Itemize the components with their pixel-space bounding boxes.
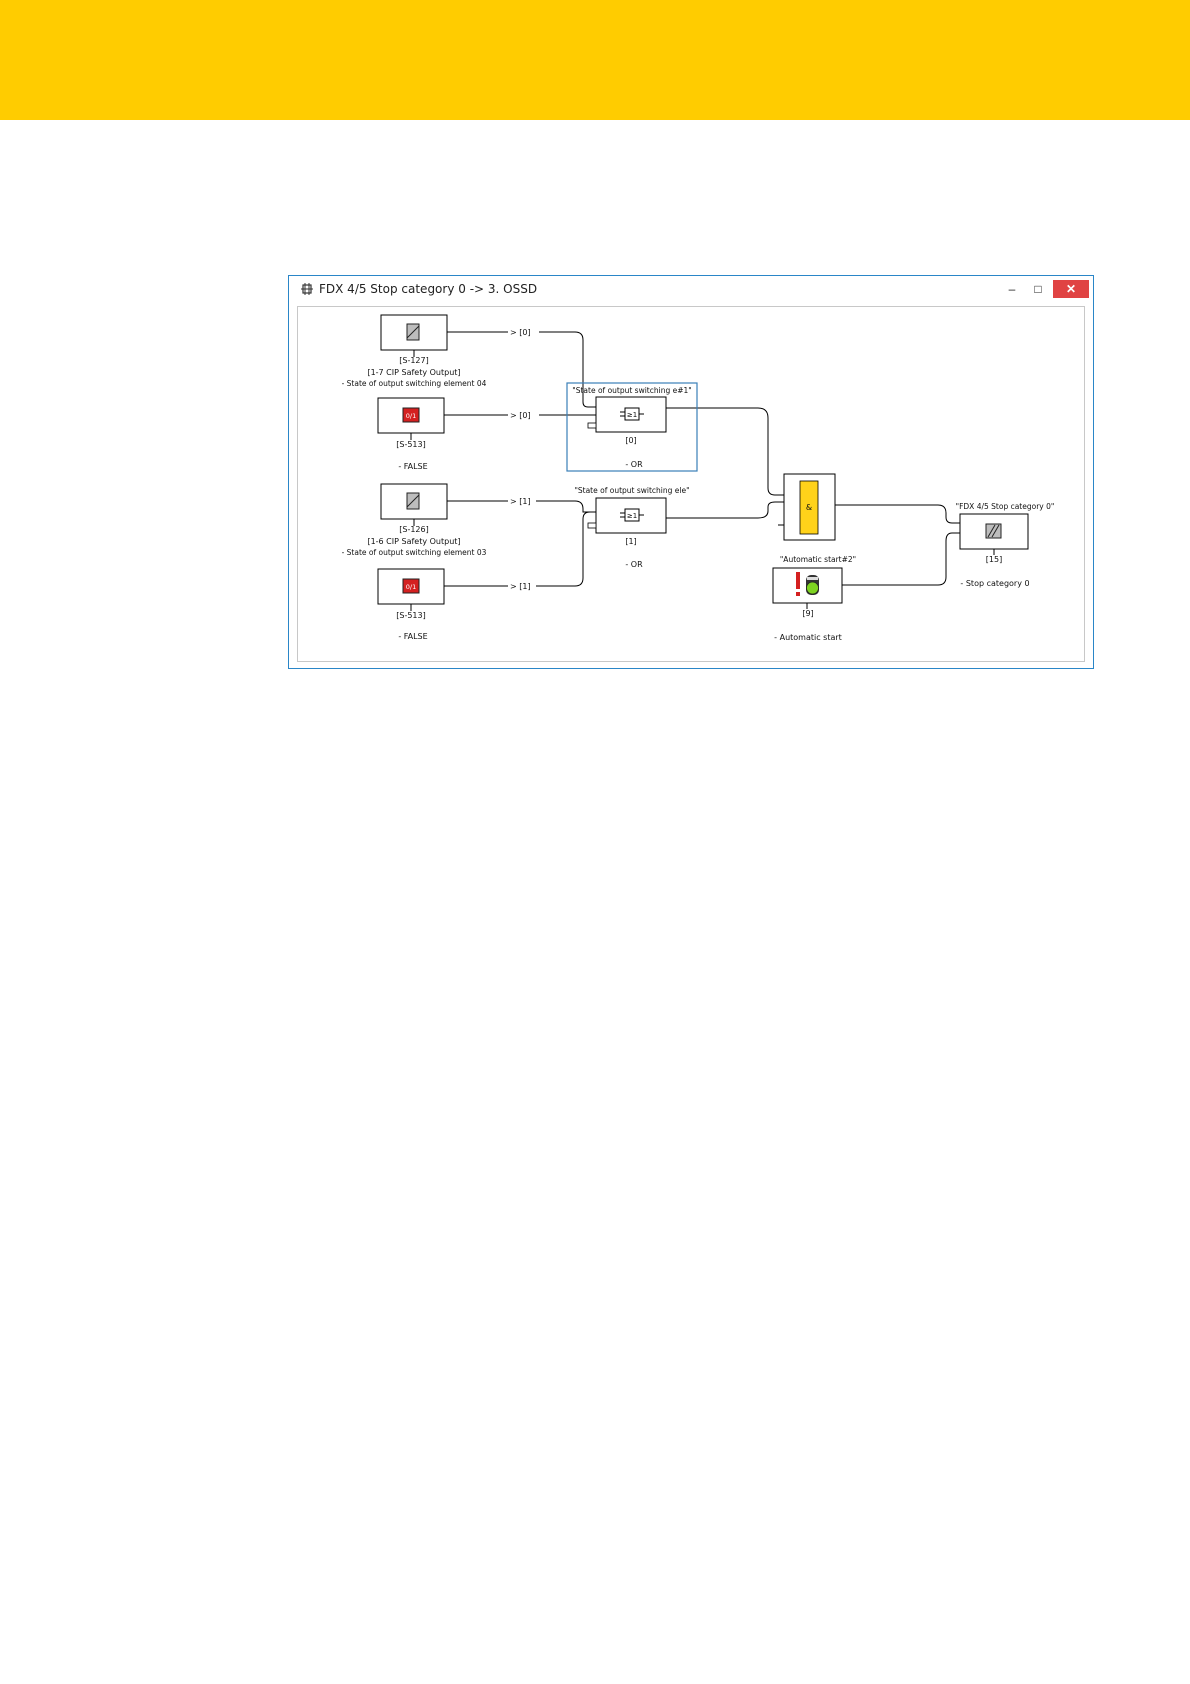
- block-description: - State of output switching element 04: [342, 379, 487, 388]
- svg-text:0/1: 0/1: [406, 583, 416, 591]
- false-constant-icon: 0/1: [402, 578, 420, 594]
- block-id: [S-126]: [399, 525, 428, 534]
- wire: [536, 500, 596, 513]
- and-symbol: &: [806, 503, 812, 512]
- svg-text:0/1: 0/1: [406, 412, 416, 420]
- input-block-1[interactable]: [S-127] [1-7 CIP Safety Output] - State …: [342, 314, 531, 388]
- svg-text:≥1: ≥1: [627, 411, 637, 419]
- window-title: FDX 4/5 Stop category 0 -> 3. OSSD: [319, 282, 538, 296]
- or-block-1[interactable]: "State of output switching ele" ≥1 [1] -…: [574, 486, 689, 569]
- header-band: [0, 0, 1190, 120]
- connector-label: > [1]: [510, 497, 531, 506]
- block-id: [S-513]: [396, 611, 425, 620]
- minimize-button[interactable]: –: [1008, 282, 1016, 296]
- block-name: "State of output switching ele": [574, 486, 689, 495]
- diagram-canvas: [S-127] [1-7 CIP Safety Output] - State …: [297, 306, 1085, 662]
- block-description: - FALSE: [398, 462, 427, 471]
- block-description: - OR: [625, 560, 643, 569]
- automatic-start-block[interactable]: "Automatic start#2" [9] - Automatic star…: [772, 555, 856, 642]
- and-gate-icon: [799, 480, 819, 535]
- or-gate-icon: ≥1: [620, 508, 644, 522]
- wire: [830, 504, 960, 524]
- connector-label: > [0]: [510, 328, 531, 337]
- input-block-4[interactable]: 0/1 [S-513] - FALSE > [1]: [377, 568, 531, 641]
- connector-label: > [0]: [510, 411, 531, 420]
- block-index: [1]: [625, 537, 636, 546]
- wire: [539, 331, 596, 408]
- wire: [536, 511, 596, 587]
- selection-frame: [566, 382, 698, 472]
- input-block-3[interactable]: [S-126] [1-6 CIP Safety Output] - State …: [342, 483, 531, 557]
- output-block[interactable]: "FDX 4/5 Stop category 0" [15] - Stop ca…: [956, 502, 1055, 588]
- block-index: [0]: [625, 436, 636, 445]
- diagram-window: FDX 4/5 Stop category 0 -> 3. OSSD – □ ✕: [288, 275, 1094, 669]
- block-name: "FDX 4/5 Stop category 0": [956, 502, 1055, 511]
- false-constant-icon: 0/1: [402, 407, 420, 423]
- wires: [444, 331, 960, 587]
- block-description: - Stop category 0: [960, 579, 1029, 588]
- wire: [666, 407, 784, 496]
- input-block-2[interactable]: 0/1 [S-513] - FALSE > [0]: [377, 397, 531, 471]
- block-name: "State of output switching e#1": [572, 386, 691, 395]
- maximize-button[interactable]: □: [1034, 282, 1042, 296]
- or-gate-icon: ≥1: [620, 407, 644, 421]
- window-app-icon: [301, 283, 313, 295]
- block-label: [1-7 CIP Safety Output]: [367, 368, 460, 377]
- negation-port: [587, 422, 597, 429]
- block-index: [9]: [802, 609, 813, 618]
- block-index: [15]: [986, 555, 1002, 564]
- block-description: - FALSE: [398, 632, 427, 641]
- close-button[interactable]: ✕: [1053, 280, 1089, 298]
- block-description: - OR: [625, 460, 643, 469]
- logic-diagram: [S-127] [1-7 CIP Safety Output] - State …: [342, 314, 1055, 642]
- block-id: [S-127]: [399, 356, 428, 365]
- window-titlebar[interactable]: FDX 4/5 Stop category 0 -> 3. OSSD – □ ✕: [289, 276, 1093, 304]
- safety-output-icon: [985, 523, 1002, 539]
- connector-label: > [1]: [510, 582, 531, 591]
- safety-output-icon: [406, 323, 420, 341]
- wire: [842, 532, 960, 586]
- or-block-0[interactable]: "State of output switching e#1" ≥1 [0] -…: [566, 382, 698, 472]
- negation-port: [587, 522, 597, 529]
- wire: [666, 501, 784, 519]
- and-block[interactable]: &: [783, 473, 836, 541]
- block-description: - Automatic start: [774, 633, 842, 642]
- automatic-start-icon: [796, 572, 819, 596]
- block-description: - State of output switching element 03: [342, 548, 487, 557]
- block-name: "Automatic start#2": [780, 555, 856, 564]
- block-id: [S-513]: [396, 440, 425, 449]
- safety-output-icon: [406, 492, 420, 510]
- block-label: [1-6 CIP Safety Output]: [367, 537, 460, 546]
- svg-text:≥1: ≥1: [627, 512, 637, 520]
